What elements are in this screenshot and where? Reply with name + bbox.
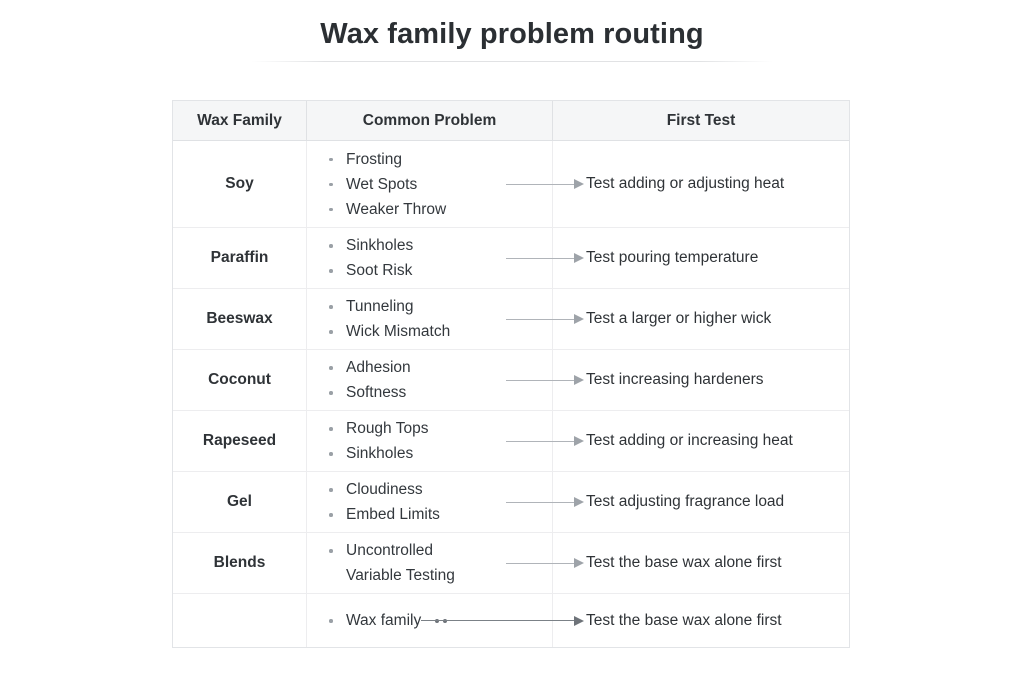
problem-list-item: Adhesion <box>329 355 552 380</box>
column-header-common-problem: Common Problem <box>306 101 552 140</box>
table-row: Blends Uncontrolled Variable Testing Test … <box>173 532 849 593</box>
wax-family-cell: Gel <box>173 472 306 532</box>
first-test-cell: Test adjusting fragrance load <box>552 472 849 532</box>
column-header-first-test: First Test <box>552 101 849 140</box>
first-test-label: Test pouring temperature <box>586 249 759 266</box>
first-test-cell: Test adding or adjusting heat <box>552 141 849 227</box>
problem-list-item: Rough Tops <box>329 416 552 441</box>
problem-list: Uncontrolled Variable Testing <box>307 538 552 588</box>
first-test-label: Test adjusting fragrance load <box>586 493 785 510</box>
page-title: Wax family problem routing <box>320 18 704 50</box>
common-problem-cell: Uncontrolled Variable Testing <box>306 533 552 593</box>
wax-family-cell <box>173 594 306 647</box>
first-test-cell: Test the base wax alone first <box>552 533 849 593</box>
page-title-container: Wax family problem routing <box>0 14 1024 54</box>
problem-list-item: Sinkholes <box>329 441 552 466</box>
common-problem-cell: Wax family <box>306 594 552 647</box>
first-test-cell: Test a larger or higher wick <box>552 289 849 349</box>
first-test-label: Test the base wax alone first <box>586 611 782 629</box>
title-underline-divider <box>251 61 773 62</box>
wax-family-label: Coconut <box>208 371 271 388</box>
wax-family-label: Rapeseed <box>202 432 277 449</box>
problem-list-item: Sinkholes <box>329 233 552 258</box>
first-test-cell: Test the base wax alone first <box>552 594 849 647</box>
first-test-cell: Test increasing hardeners <box>552 350 849 410</box>
routing-table: Wax Family Common Problem First Test Soy… <box>172 100 850 648</box>
wax-family-cell: Blends <box>173 533 306 593</box>
first-test-label: Test a larger or higher wick <box>586 310 772 327</box>
wax-family-cell: Coconut <box>173 350 306 410</box>
wax-family-label: Blends <box>213 554 266 571</box>
problem-list-item: Wick Mismatch <box>329 319 552 344</box>
table-row: Wax family Test the base wax alone first <box>173 593 849 647</box>
first-test-label: Test the base wax alone first <box>586 554 782 571</box>
problem-list-item: Softness <box>329 380 552 405</box>
problem-list-item: Frosting <box>329 147 552 172</box>
wax-family-cell: Soy <box>173 141 306 227</box>
problem-list-item: Tunneling <box>329 294 552 319</box>
wax-family-cell: Paraffin <box>173 228 306 288</box>
problem-list-item: Cloudiness <box>329 477 552 502</box>
problem-list: Wax family <box>307 608 552 633</box>
problem-list-item: Soot Risk <box>329 258 552 283</box>
wax-family-label: Gel <box>227 493 252 510</box>
wax-family-label: Beeswax <box>206 310 273 327</box>
problem-list-item: Wax family <box>329 608 552 633</box>
wax-family-label: Paraffin <box>210 249 269 266</box>
wax-family-cell: Rapeseed <box>173 411 306 471</box>
problem-list-item: Uncontrolled Variable Testing <box>329 538 456 588</box>
wax-family-cell: Beeswax <box>173 289 306 349</box>
first-test-cell: Test pouring temperature <box>552 228 849 288</box>
problem-list-item: Weaker Throw <box>329 197 552 222</box>
problem-list-item: Wet Spots <box>329 172 552 197</box>
wax-family-label: Soy <box>225 175 254 192</box>
problem-list-item: Embed Limits <box>329 502 552 527</box>
table-header-row: Wax Family Common Problem First Test <box>173 101 849 141</box>
first-test-label: Test adding or increasing heat <box>586 432 793 449</box>
column-header-wax-family: Wax Family <box>197 111 282 129</box>
trailing-dots-marker <box>435 618 447 623</box>
first-test-label: Test adding or adjusting heat <box>586 175 785 192</box>
first-test-label: Test increasing hardeners <box>586 371 764 388</box>
first-test-cell: Test adding or increasing heat <box>552 411 849 471</box>
